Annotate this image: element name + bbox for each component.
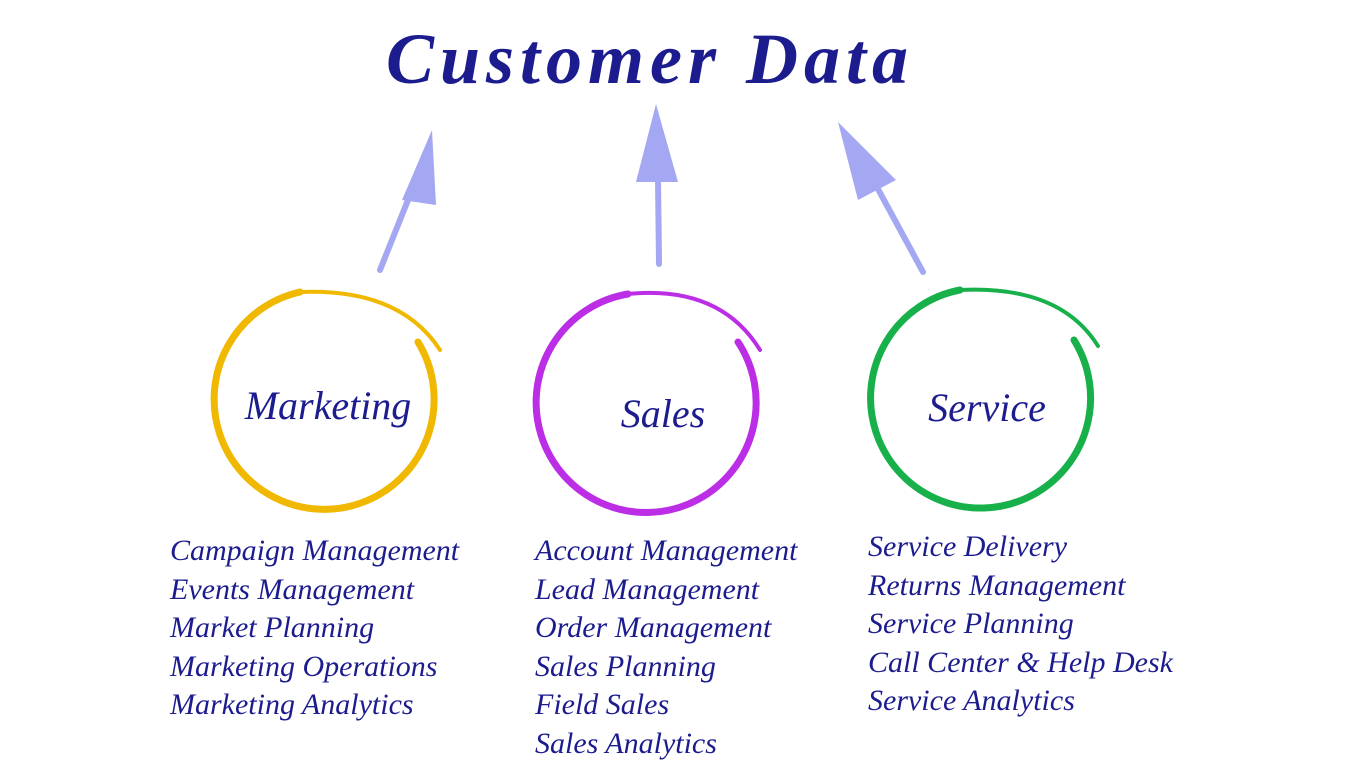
circle-sales [532,290,762,516]
list-item: Call Center & Help Desk [868,645,1173,679]
list-item: Returns Management [868,568,1126,602]
arrow-service [838,122,926,275]
group-label-sales: Sales [620,391,706,436]
list-item: Events Management [170,572,415,606]
arrow-marketing [377,130,436,273]
list-item: Account Management [535,534,798,567]
list-item: Marketing Operations [170,649,438,683]
sales-list: Account Management Lead Management Order… [535,532,797,763]
list-item: Sales Planning [535,649,716,683]
list-item: Sales Analytics [535,726,717,760]
list-item: Lead Management [535,572,760,606]
list-item: Order Management [535,611,772,644]
service-list: Service Delivery Returns Management Serv… [868,528,1173,721]
list-item: Service Analytics [868,684,1075,717]
list-item: Field Sales [535,688,670,721]
circle-marketing [210,288,442,513]
page-title: Customer Data [385,19,915,99]
list-item: Campaign Management [170,534,460,567]
list-item: Service Planning [868,607,1074,640]
circle-service [867,286,1100,512]
list-item: Service Delivery [868,530,1068,563]
group-label-marketing: Marketing [244,383,412,428]
list-item: Market Planning [170,611,375,644]
group-label-service: Service [928,385,1046,430]
marketing-list: Campaign Management Events Management Ma… [170,532,459,725]
list-item: Marketing Analytics [170,688,414,721]
arrow-sales [636,104,678,267]
